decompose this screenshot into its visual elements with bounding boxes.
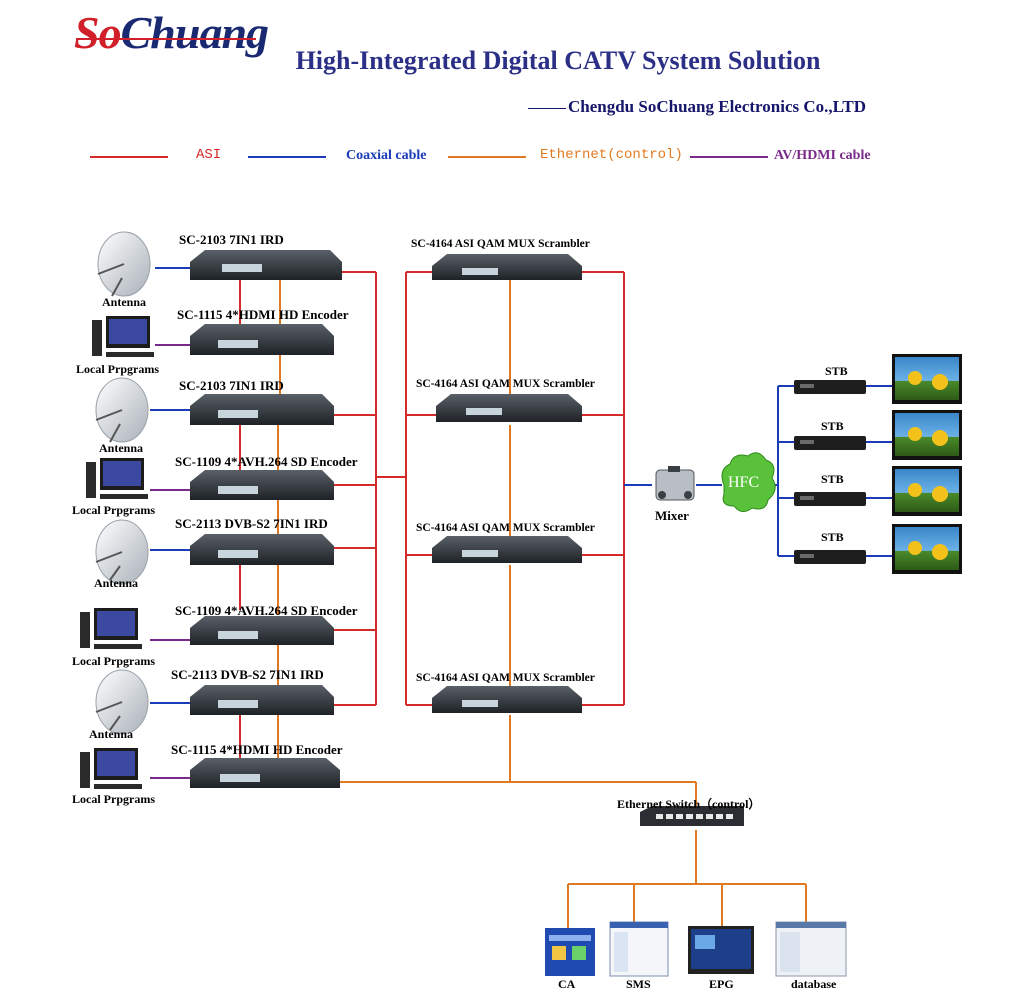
scrambler-rack-units [432, 254, 582, 713]
stb-label: STB [821, 472, 844, 486]
input-label: Antenna [94, 576, 139, 590]
satellite-dish-icon [95, 519, 149, 585]
legend-ethernet-label: Ethernet(control) [540, 147, 683, 163]
rack-unit-2 [190, 324, 334, 355]
rack-unit-8 [190, 758, 340, 788]
stb-icon [794, 550, 866, 564]
computer-icon [86, 458, 148, 499]
stb-icon [794, 436, 866, 450]
satellite-dish-icon [95, 669, 149, 735]
stb-label: STB [821, 530, 844, 544]
tv-icon [892, 524, 962, 574]
coax-wires [150, 267, 892, 704]
logo-underline [76, 38, 256, 40]
stb-icon [794, 380, 866, 394]
stb-icon [794, 492, 866, 506]
input-label: Local Prpgrams [72, 654, 155, 668]
device-label: SC-2103 7IN1 IRD [179, 378, 284, 393]
management-icons [545, 921, 847, 977]
scrambler-unit-4 [432, 686, 582, 713]
device-label: SC-1109 4*AVH.264 SD Encoder [175, 454, 358, 469]
satellite-dish-icon [95, 377, 149, 443]
epg-screen-icon [688, 926, 754, 974]
epg-label: EPG [709, 977, 734, 991]
diagram-title: High-Integrated Digital CATV System Solu… [295, 46, 821, 75]
input-label: Local Prpgrams [72, 503, 155, 517]
rack-unit-7 [190, 685, 334, 715]
source-rack-units [190, 250, 342, 788]
stb-label: STB [825, 364, 848, 378]
scrambler-label: SC-4164 ASI QAM MUX Scrambler [416, 522, 595, 534]
rack-unit-1 [190, 250, 342, 280]
scrambler-unit-3 [432, 536, 582, 563]
mixer-label: Mixer [655, 508, 689, 523]
scrambler-unit-1 [432, 254, 582, 280]
legend-asi-line [90, 156, 168, 158]
input-label: Local Prpgrams [76, 362, 159, 376]
device-label: SC-1115 4*HDMI HD Encoder [177, 307, 349, 322]
input-label: Local Prpgrams [72, 792, 155, 806]
scrambler-label: SC-4164 ASI QAM MUX Scrambler [416, 672, 595, 684]
input-label: Antenna [89, 727, 134, 741]
database-screen-icon [775, 921, 847, 977]
rack-unit-3 [190, 394, 334, 425]
sms-screen-icon [609, 921, 669, 977]
legend-avhdmi-line [690, 156, 768, 158]
satellite-dish-icon [97, 231, 151, 297]
ethernet-switch-label: Ethernet Switch（control） [617, 797, 761, 811]
database-label: database [791, 977, 837, 991]
device-label: SC-1109 4*AVH.264 SD Encoder [175, 603, 358, 618]
rack-unit-6 [190, 616, 334, 645]
legend-coax-line [248, 156, 326, 158]
scrambler-label: SC-4164 ASI QAM MUX Scrambler [411, 238, 590, 250]
ca-label: CA [558, 977, 576, 991]
satellite-dish-icons [95, 231, 151, 735]
device-label: SC-2103 7IN1 IRD [179, 232, 284, 247]
company-name: Chengdu SoChuang Electronics Co.,LTD [528, 97, 866, 117]
mixer-icon [655, 466, 695, 501]
rack-unit-4 [190, 470, 334, 500]
rack-unit-5 [190, 534, 334, 565]
legend-avhdmi-label: AV/HDMI cable [774, 148, 871, 163]
tv-icon [892, 354, 962, 404]
legend-coax-label: Coaxial cable [346, 148, 427, 163]
hfc-cloud-icon [721, 452, 776, 512]
input-label: Antenna [102, 295, 147, 309]
device-label: SC-1115 4*HDMI HD Encoder [171, 742, 343, 757]
scrambler-label: SC-4164 ASI QAM MUX Scrambler [416, 378, 595, 390]
brand-logo: SoChuang [74, 7, 269, 58]
asi-wires [239, 271, 625, 765]
legend-ethernet-line [448, 156, 526, 158]
scrambler-unit-2 [436, 394, 582, 422]
ca-screen-icon [545, 928, 595, 976]
device-label: SC-2113 DVB-S2 7IN1 IRD [171, 667, 324, 682]
device-label: SC-2113 DVB-S2 7IN1 IRD [175, 516, 328, 531]
tv-icons [892, 354, 962, 574]
stb-icons [794, 380, 866, 564]
tv-icon [892, 466, 962, 516]
sms-label: SMS [626, 977, 651, 991]
tv-icon [892, 410, 962, 460]
ethernet-wires [277, 280, 807, 928]
hfc-label: HFC [728, 474, 760, 491]
ethernet-switch-icon [640, 806, 744, 826]
computer-icons [80, 316, 154, 789]
input-label: Antenna [99, 441, 144, 455]
computer-icon [80, 608, 142, 649]
computer-icon [92, 316, 154, 357]
avhdmi-wires [150, 344, 190, 779]
stb-label: STB [821, 419, 844, 433]
computer-icon [80, 748, 142, 789]
legend-asi-label: ASI [196, 147, 222, 163]
